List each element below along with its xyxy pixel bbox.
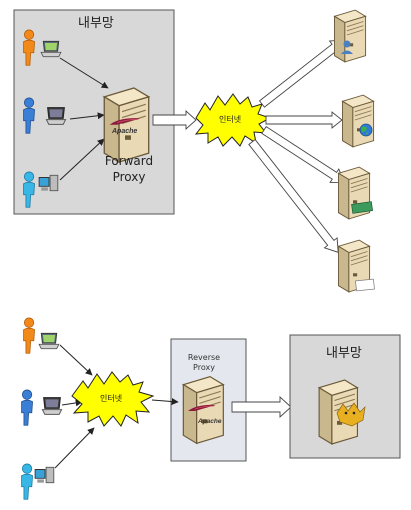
internal-network-label-top: 내부망 bbox=[78, 16, 114, 31]
server-icon bbox=[182, 375, 224, 445]
forward-proxy-label: Forward Proxy bbox=[100, 153, 158, 185]
internal-app-server bbox=[318, 379, 366, 445]
client-orange-bottom bbox=[23, 317, 60, 354]
user-blue-icon bbox=[21, 389, 33, 426]
reverse-proxy-label: Reverse Proxy bbox=[182, 353, 226, 373]
arrow-client-1-internet bbox=[59, 344, 93, 376]
internal-network-label-bottom: 내부망 bbox=[326, 346, 362, 361]
client-connections-top bbox=[59, 57, 109, 181]
client-blue-bottom bbox=[21, 389, 63, 426]
arrow-client-1-proxy bbox=[59, 57, 109, 89]
arrow-internet-to-reverse-proxy bbox=[151, 398, 179, 406]
apache-label-bottom: Apache bbox=[197, 418, 222, 425]
arrow-client-3-proxy bbox=[59, 138, 105, 181]
internet-to-servers-top bbox=[248, 39, 346, 253]
server-icon bbox=[103, 87, 150, 163]
laptop-icon bbox=[38, 332, 60, 350]
forward-proxy-label-line1: Forward bbox=[104, 154, 154, 168]
card-icon bbox=[351, 201, 373, 214]
reverse-proxy-label-line1: Reverse bbox=[187, 353, 221, 362]
server-icon bbox=[333, 9, 367, 63]
monitor-icon bbox=[41, 396, 63, 416]
arrow-client-2-proxy bbox=[69, 112, 105, 120]
forward-proxy-label-line2: Proxy bbox=[112, 170, 146, 184]
server-icon bbox=[341, 94, 375, 148]
web-server-globe bbox=[341, 94, 375, 148]
web-server-user bbox=[333, 9, 367, 63]
document-icon bbox=[355, 278, 375, 292]
tomcat-icon bbox=[336, 402, 366, 427]
desktop-pc-icon bbox=[34, 466, 55, 484]
web-server-document bbox=[337, 239, 375, 293]
internet-label-bottom: 인터넷 bbox=[100, 394, 123, 403]
client-connections-bottom bbox=[54, 344, 95, 469]
forward-proxy-server: Apache bbox=[103, 87, 150, 163]
monitor-icon bbox=[45, 106, 67, 126]
apache-label-top: Apache bbox=[111, 128, 137, 135]
web-server-card bbox=[337, 166, 373, 220]
arrow-proxy-to-internet bbox=[152, 109, 197, 131]
laptop-icon bbox=[40, 40, 62, 58]
internet-label-top: 인터넷 bbox=[219, 115, 242, 124]
arrow-reverse-proxy-to-internal bbox=[231, 395, 292, 419]
arrow-client-3-internet bbox=[54, 427, 95, 469]
arrow-client-2-internet bbox=[61, 399, 83, 407]
reverse-proxy-label-line2: Proxy bbox=[193, 363, 215, 372]
reverse-proxy-server: Apache bbox=[182, 375, 224, 445]
internet-cloud-bottom bbox=[71, 371, 155, 427]
user-orange-icon bbox=[23, 317, 35, 354]
internet-cloud-top bbox=[194, 93, 272, 147]
user-cyan-icon bbox=[21, 463, 33, 500]
client-cyan-bottom bbox=[21, 463, 55, 500]
